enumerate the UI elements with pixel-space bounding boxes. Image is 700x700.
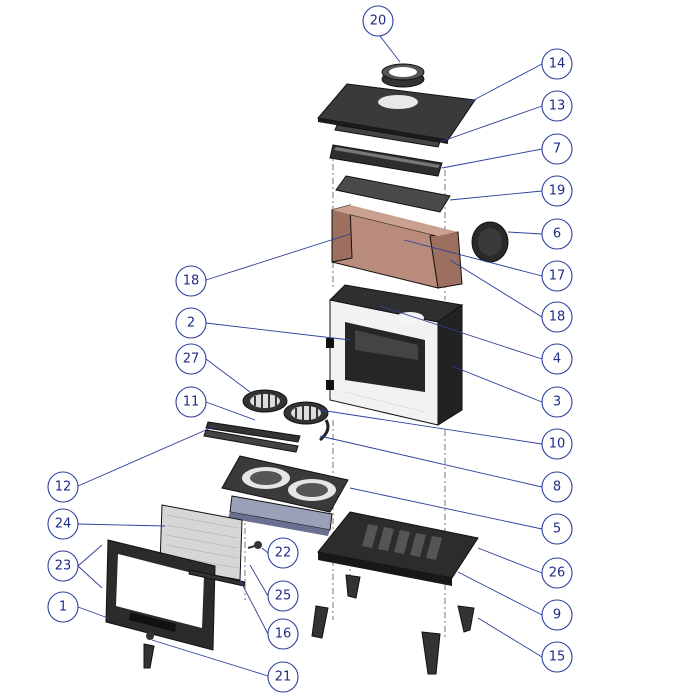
svg-text:14: 14 <box>549 57 566 72</box>
callout-24: 24 <box>47 508 79 540</box>
svg-text:9: 9 <box>553 608 561 623</box>
svg-text:2: 2 <box>187 316 195 331</box>
svg-text:6: 6 <box>553 227 561 242</box>
svg-text:15: 15 <box>549 650 566 665</box>
callout-2: 2 <box>175 307 207 339</box>
svg-text:11: 11 <box>183 395 200 410</box>
callout-11: 11 <box>175 386 207 418</box>
svg-text:27: 27 <box>183 352 200 367</box>
svg-text:7: 7 <box>553 142 561 157</box>
screw <box>247 541 262 549</box>
grate-left <box>242 389 288 413</box>
svg-text:17: 17 <box>549 269 566 284</box>
grate-frame <box>221 455 349 513</box>
svg-text:4: 4 <box>553 352 561 367</box>
callout-5: 5 <box>541 513 573 545</box>
svg-text:8: 8 <box>553 480 561 495</box>
callout-23: 23 <box>47 550 79 582</box>
svg-text:12: 12 <box>55 480 72 495</box>
baffle-plate <box>335 175 451 213</box>
svg-text:5: 5 <box>553 522 561 537</box>
top-rail <box>334 124 441 148</box>
ash-pan <box>228 495 333 536</box>
callout-12: 12 <box>47 471 79 503</box>
callout-22: 22 <box>267 537 299 569</box>
svg-text:10: 10 <box>549 437 566 452</box>
callout-7: 7 <box>541 133 573 165</box>
svg-text:25: 25 <box>275 589 292 604</box>
grate-right <box>283 401 330 442</box>
door-rail <box>188 569 246 587</box>
svg-text:20: 20 <box>370 14 387 29</box>
svg-text:21: 21 <box>275 670 292 685</box>
callout-25: 25 <box>267 580 299 612</box>
callout-1: 1 <box>47 591 79 623</box>
callout-15: 15 <box>541 641 573 673</box>
base-feet-top <box>345 574 361 599</box>
door-handle <box>143 632 155 669</box>
callout-27: 27 <box>175 343 207 375</box>
callout-18-right: 18 <box>541 301 573 333</box>
svg-text:13: 13 <box>549 99 566 114</box>
callout-10: 10 <box>541 428 573 460</box>
svg-text:16: 16 <box>275 627 292 642</box>
svg-text:1: 1 <box>59 600 67 615</box>
callout-13: 13 <box>541 90 573 122</box>
svg-text:18: 18 <box>549 310 566 325</box>
callout-19: 19 <box>541 175 573 207</box>
flue-collar <box>381 63 425 88</box>
svg-text:26: 26 <box>549 566 566 581</box>
svg-text:3: 3 <box>553 395 561 410</box>
legs <box>311 605 475 675</box>
spigot-cover <box>471 221 509 263</box>
callout-17: 17 <box>541 260 573 292</box>
callout-3: 3 <box>541 386 573 418</box>
svg-text:23: 23 <box>55 559 72 574</box>
svg-text:22: 22 <box>275 546 292 561</box>
base-plate <box>317 511 479 586</box>
callout-18-left: 18 <box>175 265 207 297</box>
callout-9: 9 <box>541 599 573 631</box>
svg-text:19: 19 <box>549 184 566 199</box>
callout-16: 16 <box>267 618 299 650</box>
callout-8: 8 <box>541 471 573 503</box>
riddling-bars <box>203 421 301 453</box>
callout-6: 6 <box>541 218 573 250</box>
firebricks <box>331 204 463 289</box>
callout-20: 20 <box>362 5 394 37</box>
door <box>105 539 216 651</box>
callout-4: 4 <box>541 343 573 375</box>
callout-26: 26 <box>541 557 573 589</box>
firebox-body <box>326 284 464 426</box>
callout-21: 21 <box>267 661 299 693</box>
leader-lines <box>77 35 543 677</box>
baffle-bracket <box>329 144 443 177</box>
svg-text:18: 18 <box>183 274 200 289</box>
callout-14: 14 <box>541 48 573 80</box>
svg-text:24: 24 <box>55 517 72 532</box>
